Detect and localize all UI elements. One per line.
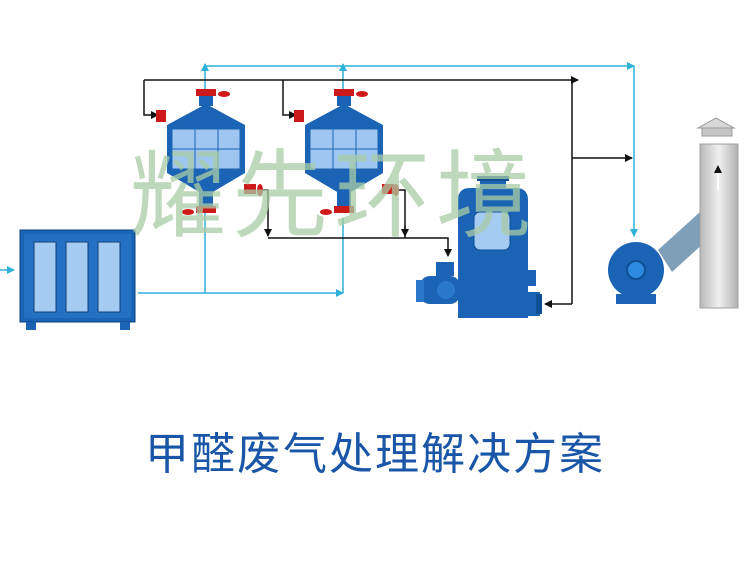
diagram-caption: 甲醛废气处理解决方案	[145, 429, 605, 480]
blue-flow-lines	[0, 62, 638, 297]
pretreatment-box	[19, 229, 136, 330]
watermark-text: 耀先环境	[130, 140, 538, 252]
exhaust-stack	[696, 117, 739, 309]
pump	[416, 262, 464, 304]
adsorption-tower-1	[156, 89, 263, 215]
desorption-tank	[458, 176, 542, 318]
black-flow-lines	[143, 76, 633, 308]
adsorption-tower-2	[294, 89, 399, 215]
